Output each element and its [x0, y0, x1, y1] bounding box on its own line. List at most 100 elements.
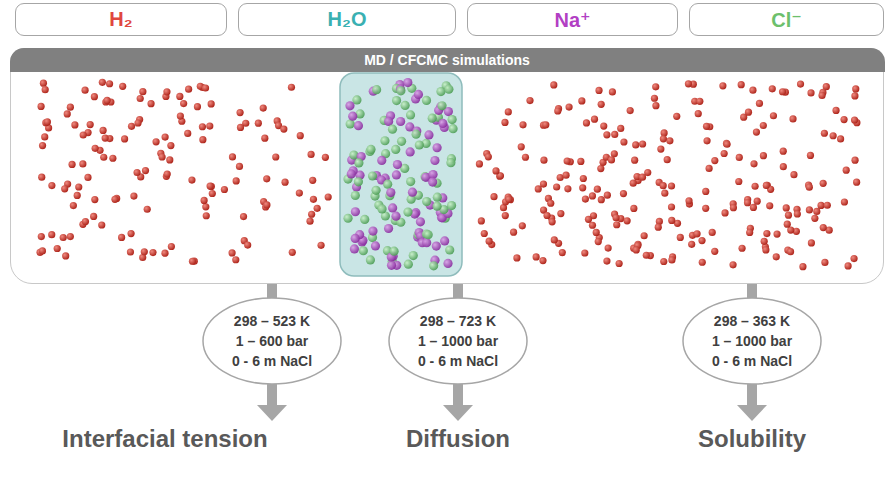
h2-dot	[666, 137, 673, 144]
h2-dot	[723, 141, 730, 148]
ion-dot	[350, 244, 359, 253]
h2-dot	[41, 133, 48, 140]
ion-dot	[416, 217, 425, 226]
panel-title: MD / CFCMC simulations	[364, 52, 530, 68]
condition-line: 1 – 1000 bar	[418, 331, 498, 351]
h2-dot	[526, 97, 533, 104]
h2-dot	[550, 81, 557, 88]
h2-dot	[585, 216, 592, 223]
ion-dot	[393, 160, 402, 169]
h2-dot	[600, 122, 607, 129]
h2-dot	[840, 116, 847, 123]
h2-dot	[168, 243, 175, 250]
ion-dot	[345, 101, 354, 110]
h2-dot	[54, 245, 61, 252]
condition-ellipse: 298 – 723 K1 – 1000 bar0 - 6 m NaCl	[388, 297, 528, 385]
h2-dot	[149, 249, 156, 256]
h2-dot	[208, 100, 215, 107]
h2-dot	[595, 87, 602, 94]
ion-dot	[396, 86, 405, 95]
ion-dot	[388, 125, 397, 134]
h2-dot	[723, 140, 730, 147]
h2-dot	[738, 245, 745, 252]
h2-dot	[505, 196, 512, 203]
ion-dot	[377, 204, 386, 213]
h2-dot	[539, 257, 546, 264]
ion-dot	[366, 145, 375, 154]
h2-dot	[696, 98, 703, 105]
ion-dot	[440, 236, 449, 245]
h2-dot	[492, 167, 499, 174]
condition-line: 298 – 723 K	[420, 311, 496, 331]
ion-dot	[377, 156, 386, 165]
h2-dot	[660, 182, 667, 189]
ion-dot	[386, 188, 395, 197]
ion-dot	[396, 117, 405, 126]
ion-dot	[368, 171, 377, 180]
condition-line: 0 - 6 m NaCl	[418, 351, 498, 371]
h2-dot	[652, 102, 659, 109]
h2-dot	[280, 125, 287, 132]
h2-dot	[67, 104, 74, 111]
ion-dot	[406, 147, 415, 156]
h2-dot	[82, 218, 89, 225]
h2-dot	[773, 253, 780, 260]
h2-dot	[668, 256, 675, 263]
h2-dot	[144, 206, 151, 213]
h2-dot	[162, 133, 169, 140]
h2-dot	[147, 100, 154, 107]
h2-dot	[501, 119, 508, 126]
species-box: H₂O	[238, 3, 456, 36]
h2-dot	[128, 123, 135, 130]
h2-dot	[807, 89, 814, 96]
h2-dot	[540, 157, 547, 164]
h2-dot	[71, 121, 78, 128]
h2-dot	[702, 188, 709, 195]
h2-dot	[166, 156, 173, 163]
h2-dot	[118, 234, 125, 241]
h2-dot	[551, 236, 558, 243]
h2-dot	[542, 121, 549, 128]
h2-dot	[60, 234, 67, 241]
h2-dot	[92, 145, 99, 152]
h2-dot	[505, 108, 512, 115]
h2-dot	[668, 182, 675, 189]
h2-dot	[203, 212, 210, 219]
ion-dot	[444, 85, 453, 94]
h2-dot	[630, 205, 637, 212]
h2-dot	[677, 234, 684, 241]
h2-dot	[152, 138, 159, 145]
h2-dot	[39, 142, 46, 149]
condition-stem	[267, 283, 277, 298]
h2-dot	[664, 156, 671, 163]
ion-dot	[422, 238, 431, 247]
h2-dot	[843, 167, 850, 174]
h2-dot	[779, 88, 786, 95]
h2-dot	[502, 212, 509, 219]
ion-dot	[424, 130, 433, 139]
ion-dot	[412, 130, 421, 139]
ion-dot	[354, 158, 363, 167]
h2-dot	[761, 238, 768, 245]
ion-dot	[371, 241, 380, 250]
species-box: Cl⁻	[689, 3, 884, 36]
h2-dot	[811, 215, 818, 222]
h2-dot	[604, 192, 611, 199]
ion-dot	[443, 259, 452, 268]
h2-dot	[553, 183, 560, 190]
h2-dot	[750, 204, 757, 211]
ion-dot	[368, 227, 377, 236]
h2-dot	[595, 238, 602, 245]
h2-dot	[44, 118, 51, 125]
ion-dot	[391, 145, 400, 154]
h2-dot	[762, 246, 769, 253]
ion-dot	[403, 207, 412, 216]
h2-dot	[837, 135, 844, 142]
brine-slab	[340, 73, 462, 276]
h2-dot	[244, 241, 251, 248]
ion-dot	[448, 124, 457, 133]
h2-dot	[657, 145, 664, 152]
h2-dot	[685, 80, 692, 87]
species-label: Cl⁻	[771, 8, 802, 32]
